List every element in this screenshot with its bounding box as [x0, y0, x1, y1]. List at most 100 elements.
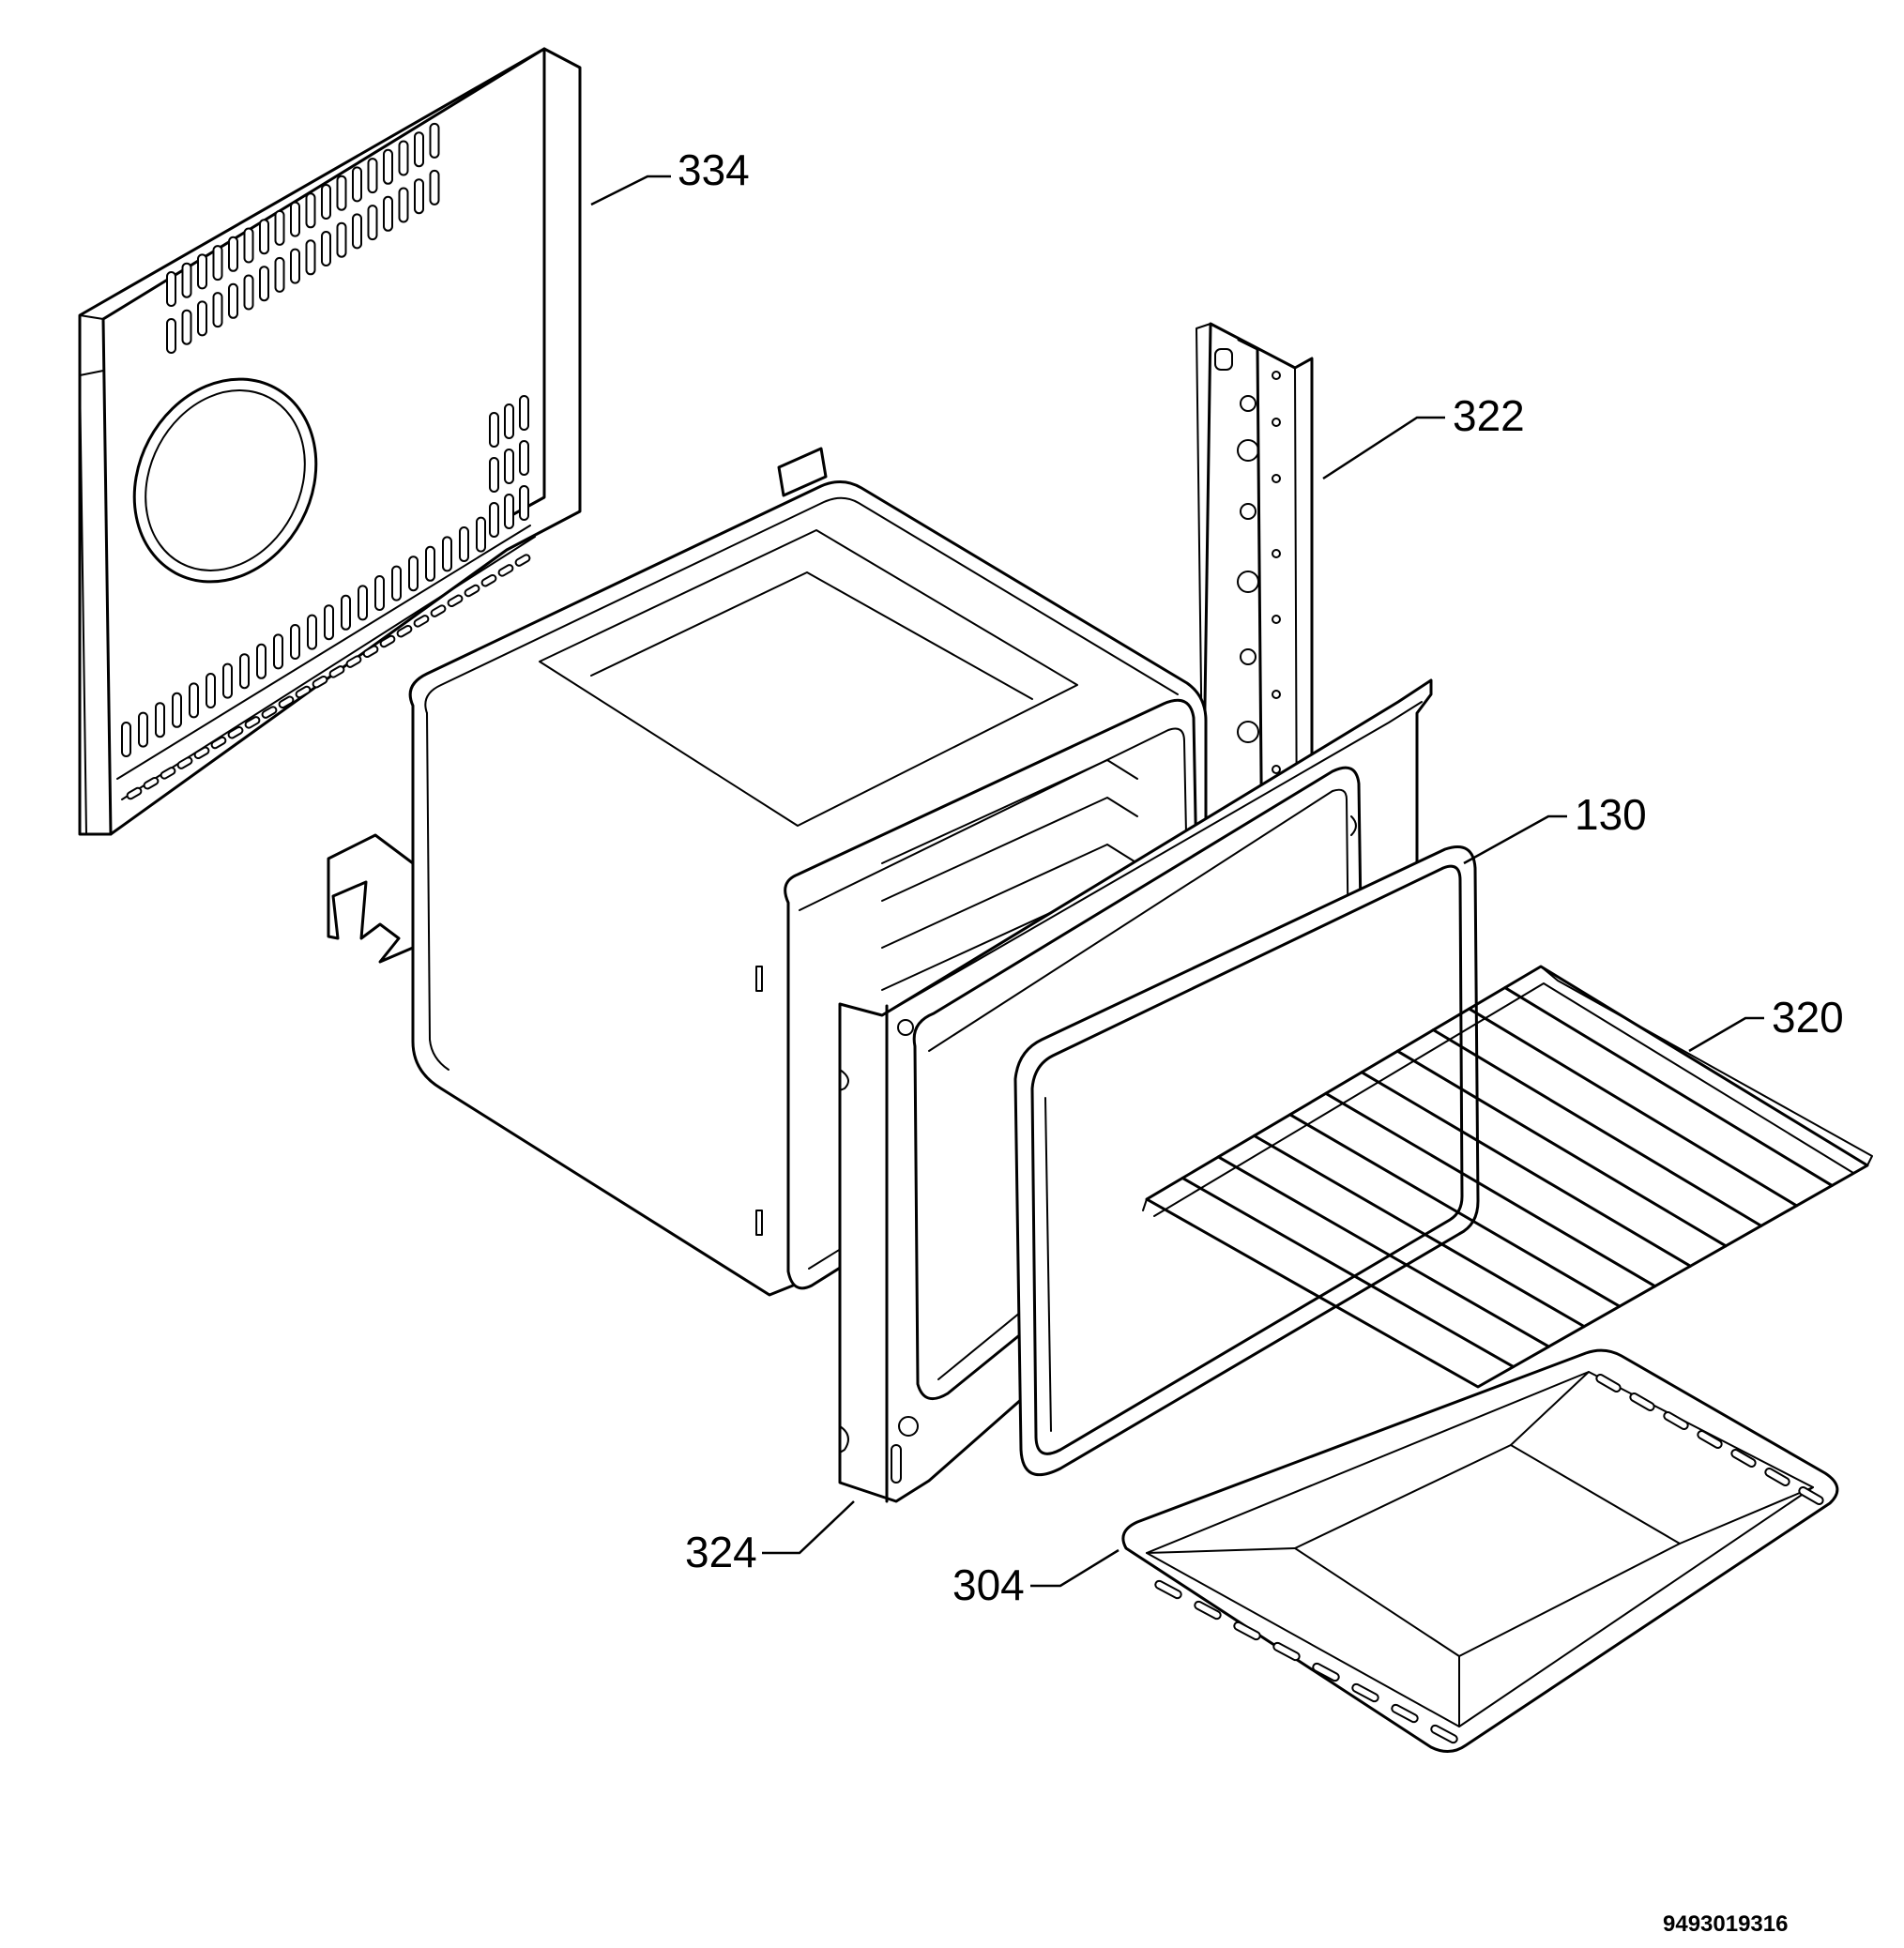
edge-slot — [430, 604, 447, 617]
vent-slot — [197, 253, 207, 290]
tray-slots — [1154, 1374, 1824, 1744]
leader-304 — [1030, 1548, 1120, 1588]
vent-slot — [336, 221, 347, 258]
vent-slot — [189, 682, 199, 719]
vent-slot — [290, 624, 300, 660]
tray-slot — [1391, 1703, 1419, 1724]
vent-slot — [398, 140, 409, 176]
vent-slot — [166, 271, 176, 307]
callout-304: 304 — [952, 1560, 1025, 1609]
vent-slot — [228, 282, 238, 319]
leader-334 — [590, 175, 671, 206]
leader-324 — [762, 1500, 855, 1555]
vent-slot — [504, 403, 514, 439]
vent-slot — [321, 231, 331, 266]
vent-slot — [459, 526, 469, 562]
rail-small-hole — [1272, 418, 1281, 427]
vent-slot — [352, 166, 362, 203]
vent-slot — [425, 545, 435, 582]
vent-slot — [489, 457, 499, 493]
shelf-wire — [1395, 1049, 1728, 1248]
vent-slot — [383, 195, 393, 232]
vent-slot — [273, 633, 283, 670]
tray-slot — [1233, 1621, 1261, 1641]
vent-slot — [391, 565, 402, 601]
callout-320: 320 — [1772, 993, 1844, 1042]
tray-slot — [1430, 1724, 1458, 1744]
edge-slot — [244, 716, 261, 729]
edge-slot — [447, 594, 464, 608]
vent-slot — [414, 131, 424, 168]
rail-hole — [1240, 648, 1257, 665]
vent-slot — [305, 192, 316, 229]
vent-slot — [489, 502, 499, 538]
edge-slot — [160, 767, 176, 780]
vent-slot — [212, 292, 223, 328]
tray-slot — [1194, 1600, 1222, 1621]
tray-slot — [1697, 1430, 1723, 1449]
vent-slot — [166, 318, 176, 354]
ventilation-slots-top — [166, 122, 440, 354]
vent-slot — [259, 219, 269, 255]
shelf-wire — [1253, 1134, 1586, 1329]
vent-slot — [352, 213, 362, 250]
rail-hole — [1237, 721, 1259, 743]
vent-slot — [243, 227, 254, 264]
part-side-rail — [1196, 322, 1314, 884]
shelf-wire — [1216, 1155, 1550, 1348]
edge-slot — [210, 736, 227, 750]
rail-small-hole — [1272, 765, 1281, 774]
leader-130 — [1463, 814, 1567, 865]
edge-slot — [126, 786, 143, 800]
edge-slot — [176, 756, 193, 769]
edge-slot — [480, 573, 497, 587]
callout-130: 130 — [1575, 790, 1647, 839]
edge-slot — [379, 634, 396, 648]
tray-slot — [1629, 1393, 1655, 1411]
vent-slot — [197, 300, 207, 337]
vent-slot — [367, 205, 378, 241]
vent-slot — [321, 184, 331, 220]
vent-slot — [519, 395, 529, 431]
vent-slot — [341, 594, 351, 631]
callout-labels: 334 322 130 320 324 304 — [678, 145, 1844, 1609]
leader-lines — [590, 175, 1764, 1588]
vent-slot — [274, 256, 285, 293]
vent-slot — [398, 187, 409, 223]
tray-slot — [1730, 1449, 1757, 1468]
vent-slot — [181, 262, 192, 298]
rail-small-hole — [1272, 371, 1281, 380]
tray-slot — [1663, 1411, 1689, 1430]
vent-slot — [307, 614, 317, 650]
tray-slot — [1764, 1468, 1790, 1486]
edge-slot — [464, 584, 480, 598]
vent-slot — [504, 494, 514, 529]
vent-slot — [324, 604, 334, 641]
edge-slot — [227, 725, 244, 739]
rail-hole — [1237, 571, 1259, 593]
rail-small-hole — [1272, 615, 1281, 624]
vent-slot — [504, 449, 514, 484]
ventilation-slots-bottom — [121, 516, 486, 757]
vent-slot — [429, 122, 440, 159]
vent-slot — [290, 201, 300, 237]
vent-slot — [121, 722, 131, 757]
vent-slot — [259, 266, 269, 302]
edge-slot — [312, 675, 328, 689]
edge-slot — [295, 685, 312, 699]
vent-slot — [336, 175, 347, 211]
vent-slot — [442, 536, 452, 572]
part-baking-tray — [1121, 1348, 1839, 1753]
vent-slot — [476, 516, 486, 553]
vent-slot — [519, 440, 529, 476]
callout-324: 324 — [685, 1528, 757, 1576]
shelf-wire — [1324, 1091, 1657, 1288]
edge-slot — [193, 746, 210, 760]
vent-slot — [243, 274, 254, 311]
vent-slot — [358, 585, 368, 621]
callout-322: 322 — [1453, 391, 1525, 440]
edge-slot — [362, 645, 379, 659]
vent-slot — [274, 209, 285, 246]
